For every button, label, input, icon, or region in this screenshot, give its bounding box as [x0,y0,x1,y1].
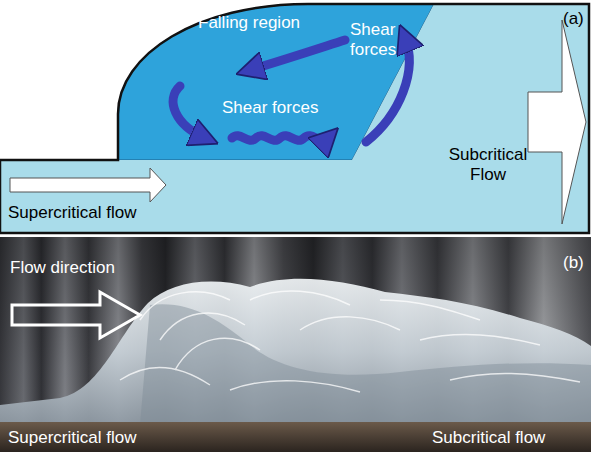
annotation: Flow direction [10,258,115,278]
flow-label: Supercritical flow [8,203,208,223]
channel-floor [0,422,591,452]
photo-shade [0,237,591,452]
region-label: Falling region [198,13,338,33]
photo-caption: Supercritical flow [8,428,137,448]
panel-outline [0,4,589,233]
supercritical-band: Supercritical flow [0,160,352,233]
region-fill [352,4,589,233]
panel-letter: (a) [563,9,584,29]
flow-direction-arrow [12,292,140,338]
force-label: Shear forces [222,98,362,118]
photo-background [0,237,591,452]
photo-caption: Subcritical flow [432,428,545,448]
panel-letter: (b) [563,253,584,273]
water-shade [140,304,591,425]
force-label: Shear forces [350,20,408,60]
foam-body [0,279,591,425]
foam-curls [120,291,580,392]
flow-label: Subcritical Flow [438,145,538,185]
